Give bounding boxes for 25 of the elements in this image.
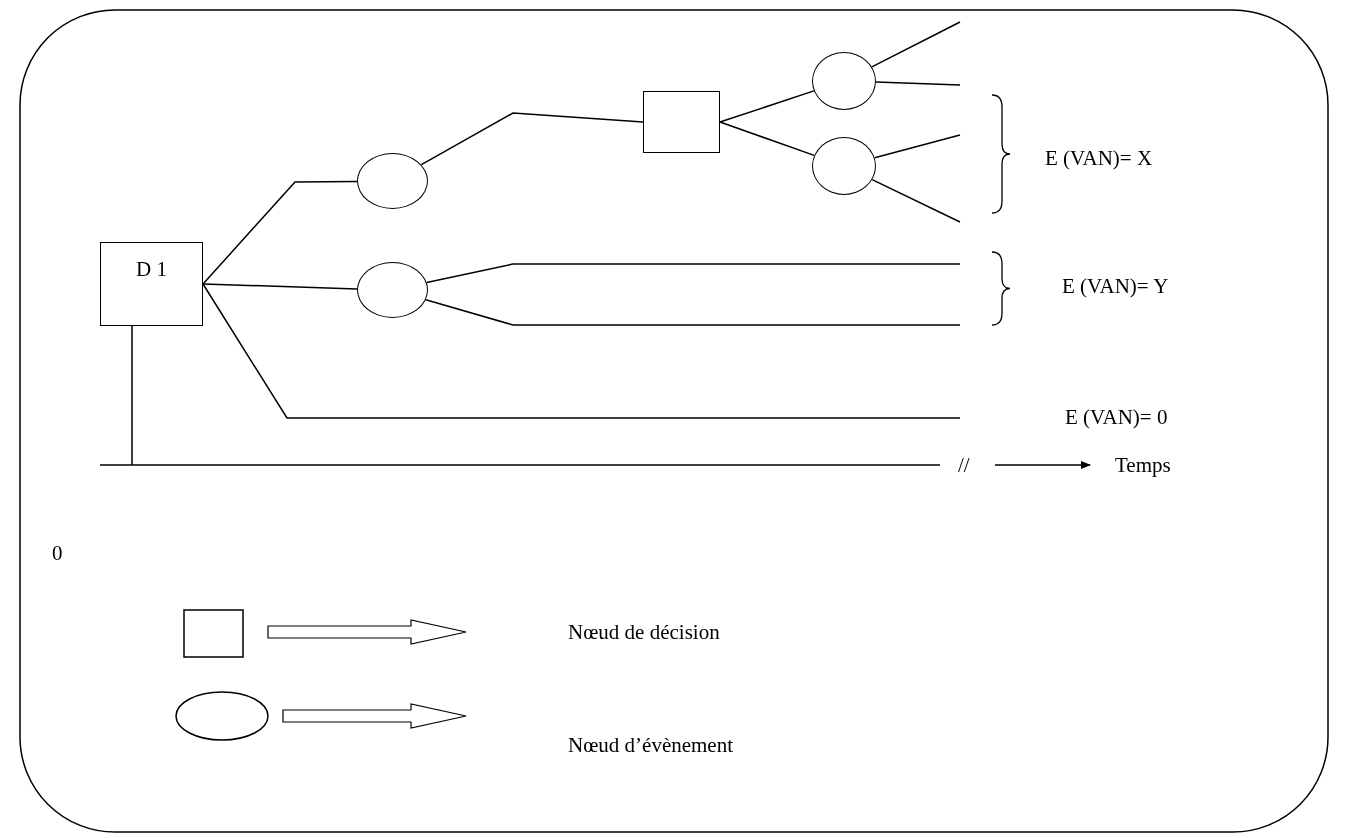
branch-line <box>875 81 961 86</box>
branch-line <box>873 134 961 159</box>
decision-box <box>100 242 203 326</box>
node-label: D 1 <box>136 257 167 282</box>
legend-label: Nœud de décision <box>568 622 720 643</box>
branch-line <box>425 263 961 284</box>
axis-break-label: // <box>958 455 970 476</box>
event-ellipse <box>812 137 876 195</box>
payoff-label: E (VAN)= 0 <box>1065 407 1168 428</box>
branch-line <box>420 112 644 166</box>
branch-line <box>871 178 961 223</box>
branch-line <box>871 21 961 68</box>
branch-line <box>719 121 815 157</box>
legend-label: Nœud d’évènement <box>568 735 734 756</box>
branch-line <box>202 283 358 290</box>
time-origin-label: 0 <box>52 543 63 564</box>
branch-line <box>202 283 961 419</box>
payoff-label: E (VAN)= X <box>1045 148 1153 169</box>
payoff-label: E (VAN)= Y <box>1062 276 1169 297</box>
decision-box <box>643 91 720 153</box>
branch-line <box>425 298 961 326</box>
branch-line <box>719 90 815 123</box>
event-ellipse <box>812 52 876 110</box>
branch-line <box>202 180 358 285</box>
axis-label: Temps <box>1115 455 1171 476</box>
